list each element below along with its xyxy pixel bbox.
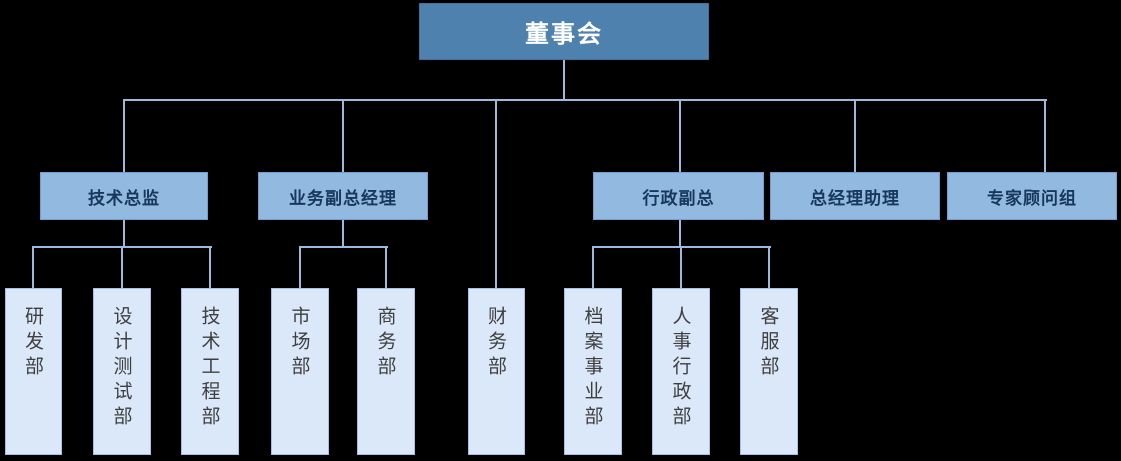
node-board-label: 董事会 — [525, 20, 603, 48]
connector-tech-stem — [123, 220, 125, 247]
node-gm-assistant: 总经理助理 — [770, 172, 940, 220]
node-design-test-dept: 设计测试部 — [93, 288, 151, 455]
connector-drop-design — [121, 246, 123, 289]
node-customer-service-dept-label: 客服部 — [757, 306, 780, 381]
connector-drop-engineering — [209, 246, 211, 289]
connector-drop-rd — [32, 246, 34, 289]
connector-biz-rail — [299, 246, 388, 248]
connector-admin-stem — [679, 220, 681, 247]
connector-root-stem — [563, 60, 565, 100]
node-expert-advisors-label: 专家顾问组 — [987, 188, 1077, 209]
node-marketing-dept: 市场部 — [271, 288, 329, 455]
node-business-deputy-gm-label: 业务副总经理 — [289, 188, 397, 209]
connector-level1-rail — [123, 99, 1047, 101]
connector-drop-service — [768, 246, 770, 289]
connector-drop-marketing — [299, 246, 301, 289]
node-admin-deputy: 行政副总 — [593, 172, 764, 220]
node-customer-service-dept: 客服部 — [740, 288, 798, 455]
connector-drop-admin — [679, 99, 681, 172]
connector-drop-assistant — [854, 99, 856, 172]
connector-drop-tech — [123, 99, 125, 172]
node-marketing-dept-label: 市场部 — [288, 306, 311, 381]
node-finance-dept: 财务部 — [468, 288, 525, 455]
node-archives-division: 档案事业部 — [564, 288, 622, 455]
node-hr-admin-dept-label: 人事行政部 — [669, 306, 692, 431]
node-commerce-dept-label: 商务部 — [374, 306, 397, 381]
connector-drop-archives — [592, 246, 594, 289]
node-archives-division-label: 档案事业部 — [581, 306, 604, 431]
connector-drop-finance — [495, 99, 497, 288]
node-gm-assistant-label: 总经理助理 — [810, 188, 900, 209]
node-tech-director: 技术总监 — [40, 172, 208, 220]
connector-drop-hr — [680, 246, 682, 289]
node-finance-dept-label: 财务部 — [485, 306, 507, 381]
connector-drop-expert — [1044, 99, 1046, 172]
node-tech-engineering-dept: 技术工程部 — [181, 288, 239, 455]
node-tech-director-label: 技术总监 — [88, 188, 160, 209]
node-commerce-dept: 商务部 — [357, 288, 415, 455]
connector-biz-stem — [342, 220, 344, 247]
node-board: 董事会 — [419, 3, 709, 60]
node-rd-dept-label: 研发部 — [22, 306, 44, 381]
node-expert-advisors: 专家顾问组 — [947, 172, 1117, 220]
node-hr-admin-dept: 人事行政部 — [652, 288, 710, 455]
node-tech-engineering-dept-label: 技术工程部 — [198, 306, 221, 431]
node-design-test-dept-label: 设计测试部 — [110, 306, 133, 431]
connector-drop-biz — [342, 99, 344, 172]
node-business-deputy-gm: 业务副总经理 — [258, 172, 428, 220]
node-admin-deputy-label: 行政副总 — [642, 188, 715, 209]
connector-drop-commerce — [385, 246, 387, 289]
node-rd-dept: 研发部 — [5, 288, 62, 455]
